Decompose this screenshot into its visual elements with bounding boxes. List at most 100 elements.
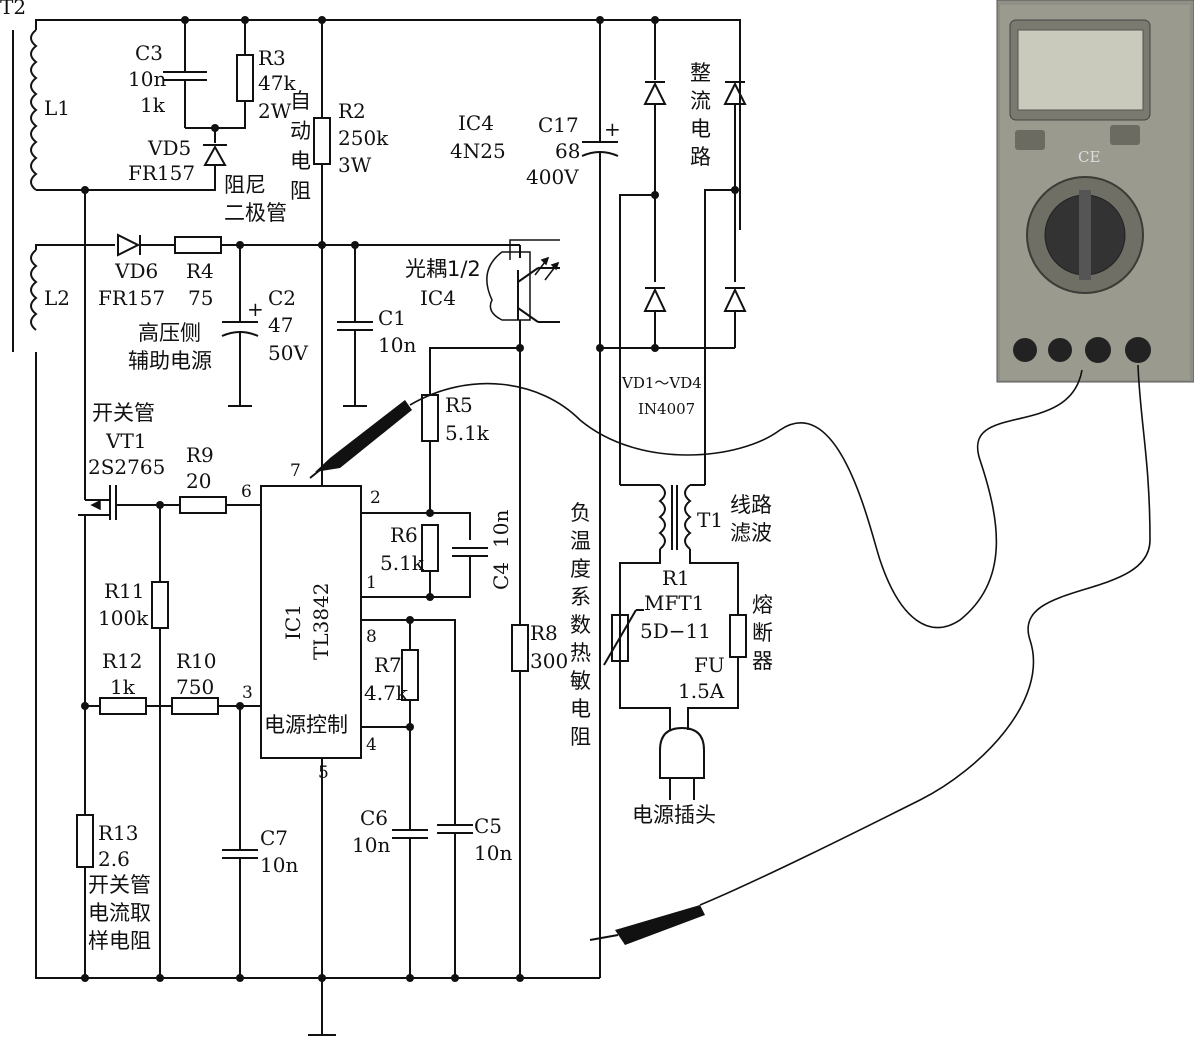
ic4-name: IC4 xyxy=(458,111,494,135)
startup-desc-4: 阻 xyxy=(290,179,311,203)
ntc-desc-6: 热 xyxy=(570,641,591,665)
labels: T2 L1 L2 C3 10n 1k R3 47k 2W VD5 FR157 阻… xyxy=(0,0,773,953)
opto-label: 光耦1/2 xyxy=(405,257,481,281)
startup-desc-3: 电 xyxy=(290,149,311,173)
r13-desc-2: 电流取 xyxy=(88,901,151,925)
rect-desc-3: 电 xyxy=(690,117,711,141)
pin4-label: 4 xyxy=(366,735,377,755)
r13-desc-3: 样电阻 xyxy=(88,929,151,953)
r6-value: 5.1k xyxy=(380,551,425,575)
c17-name: C17 xyxy=(538,113,579,137)
vd6-part: FR157 xyxy=(98,286,165,310)
fu-name: FU xyxy=(694,653,725,677)
c5-name: C5 xyxy=(474,814,502,838)
c3-name: C3 xyxy=(135,41,163,65)
c17-value: 68 xyxy=(555,139,580,163)
fu-rating: 1.5A xyxy=(678,679,725,703)
fuse-desc-3: 器 xyxy=(752,649,773,673)
ntc-desc-1: 负 xyxy=(570,501,591,525)
c7-value: 10n xyxy=(260,853,298,877)
r3-name: R3 xyxy=(258,46,286,70)
c1-name: C1 xyxy=(378,306,406,330)
t1-name: T1 xyxy=(697,508,723,532)
pin5-label: 5 xyxy=(318,763,329,783)
probes xyxy=(309,400,705,945)
rect-desc-4: 路 xyxy=(690,145,711,169)
vd5-name: VD5 xyxy=(147,136,191,160)
vd5-part: FR157 xyxy=(128,161,195,185)
pin6-label: 6 xyxy=(241,482,252,502)
c3-voltage: 1k xyxy=(140,93,166,117)
r6-name: R6 xyxy=(390,523,418,547)
c2-voltage: 50V xyxy=(268,341,308,365)
ic1-name: IC1 xyxy=(281,604,305,640)
c17-polarity: + xyxy=(604,117,621,141)
startup-desc-2: 动 xyxy=(290,119,311,143)
vt1-name: VT1 xyxy=(105,429,147,453)
ntc-desc-7: 敏 xyxy=(570,669,591,693)
probe-leads xyxy=(409,364,1151,906)
r8-value: 300 xyxy=(530,649,568,673)
r1-model: 5D−11 xyxy=(640,619,711,643)
vd6-name: VD6 xyxy=(114,259,158,283)
r9-name: R9 xyxy=(186,443,214,467)
opto-label2: IC4 xyxy=(420,286,456,310)
damper-desc-1: 阻尼 xyxy=(224,173,266,197)
svg-text:CE: CE xyxy=(1078,148,1100,166)
l2-label: L2 xyxy=(44,286,70,310)
l1-label: L1 xyxy=(44,96,70,120)
r7-value: 4.7k xyxy=(364,681,409,705)
c2-name: C2 xyxy=(268,286,296,310)
aux-desc-1: 高压侧 xyxy=(138,321,201,345)
r11-value: 100k xyxy=(98,606,149,630)
r10-name: R10 xyxy=(176,649,217,673)
c1-value: 10n xyxy=(378,333,416,357)
multimeter: CE xyxy=(996,0,1194,383)
c4-value: 10n xyxy=(489,510,513,548)
r9-value: 20 xyxy=(186,469,211,493)
pin2-label: 2 xyxy=(370,488,381,508)
fuse-desc-2: 断 xyxy=(752,621,773,645)
startup-desc-1: 自 xyxy=(290,89,311,113)
red-probe-icon xyxy=(315,400,412,472)
pin3-label: 3 xyxy=(242,683,253,703)
rect-desc-1: 整 xyxy=(690,61,711,85)
r13-value: 2.6 xyxy=(98,847,130,871)
c2-polarity: + xyxy=(247,297,264,321)
ic1-desc: 电源控制 xyxy=(264,713,348,737)
rect-name: VD1～VD4 xyxy=(621,374,702,392)
black-probe-icon xyxy=(615,905,705,945)
ntc-desc-8: 电 xyxy=(570,697,591,721)
c4-label: C4 xyxy=(489,562,513,590)
r4-value: 75 xyxy=(188,286,213,310)
c3-value: 10n xyxy=(128,67,166,91)
filter-desc-1: 线路 xyxy=(730,493,772,517)
ntc-desc-5: 数 xyxy=(570,613,591,637)
c2-value: 47 xyxy=(268,313,293,337)
c6-name: C6 xyxy=(360,806,388,830)
r5-name: R5 xyxy=(445,393,473,417)
plug-label: 电源插头 xyxy=(632,803,716,827)
pin8-label: 8 xyxy=(366,627,377,647)
r7-name: R7 xyxy=(374,653,402,677)
vt1-part: 2S2765 xyxy=(88,455,165,479)
r13-name: R13 xyxy=(98,821,139,845)
r5-value: 5.1k xyxy=(445,421,490,445)
c6-value: 10n xyxy=(352,833,390,857)
r1-part: MFT1 xyxy=(644,591,704,615)
ntc-desc-4: 系 xyxy=(570,585,591,609)
arrow-marks xyxy=(90,256,560,511)
r3-value: 47k xyxy=(258,71,296,95)
r4-name: R4 xyxy=(186,259,214,283)
switch-desc: 开关管 xyxy=(92,401,155,425)
rect-desc-2: 流 xyxy=(690,89,711,113)
r2-power: 3W xyxy=(338,153,372,177)
c7-name: C7 xyxy=(260,826,288,850)
damper-desc-2: 二极管 xyxy=(224,201,287,225)
junction-dots xyxy=(81,16,739,982)
ic4-part: 4N25 xyxy=(450,139,506,163)
ic1-part: TL3842 xyxy=(309,582,333,660)
pin1-label: 1 xyxy=(366,573,377,593)
